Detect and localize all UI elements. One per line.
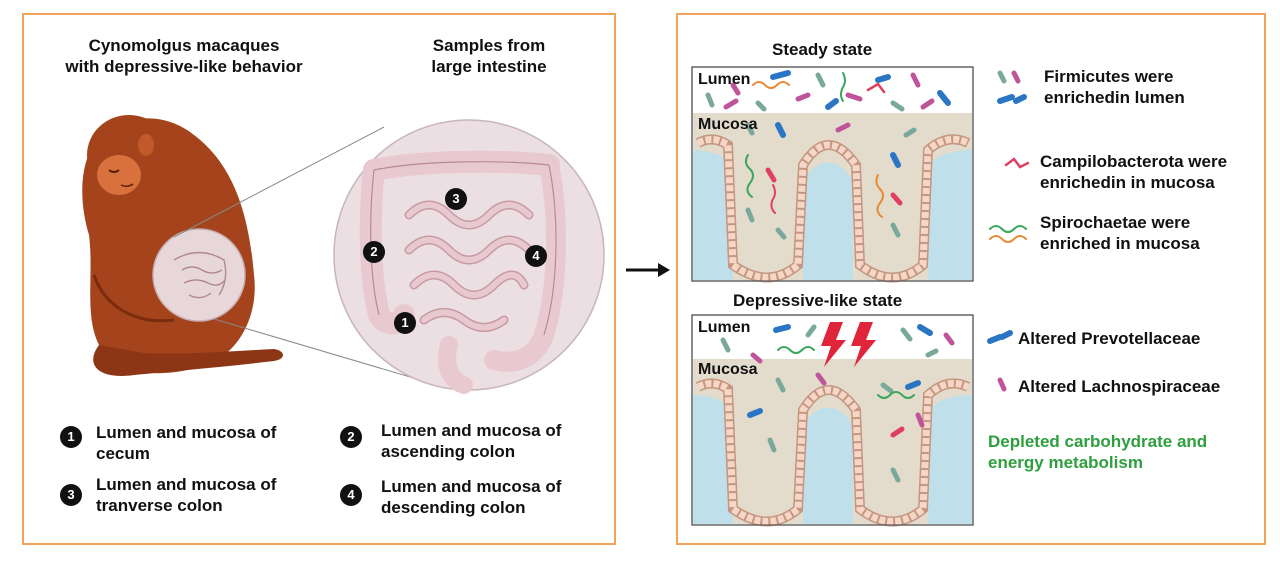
spirochaetae-bacteria-icon [989,225,1027,243]
metabolism-note-line2: energy metabolism [988,453,1143,472]
legend-spirochaetae-line1: Spirochaetae were [1040,213,1191,232]
legend-num-2: 2 [340,426,362,448]
intestine-zoom-small [152,228,246,322]
legend-firmicutes-line2: enrichedin lumen [1044,88,1185,107]
depressive-mucosa-label: Mucosa [698,361,758,378]
legend-item-2-line1: Lumen and mucosa of [381,421,562,440]
steady-lumen-label: Lumen [698,71,751,88]
large-intestine-illustration [359,150,566,394]
campilobacterota-bacteria-icon [1004,157,1030,169]
legend-num-4: 4 [340,484,362,506]
legend-campilobacterota-line2: enrichedin in mucosa [1040,173,1215,192]
legend-prevotellaceae: Altered Prevotellaceae [1018,328,1200,349]
depressive-state-title: Depressive-like state [733,291,903,310]
legend-spirochaetae: Spirochaetae were enriched in mucosa [1040,212,1200,254]
depressive-lumen-label: Lumen [698,319,751,336]
legend-lachnospiraceae-line1: Altered Lachnospiraceae [1018,377,1221,396]
samples-title-line2: large intestine [431,57,547,76]
legend-firmicutes: Firmicutes were enrichedin lumen [1044,66,1185,108]
legend-item-4: Lumen and mucosa of descending colon [381,476,561,518]
legend-item-2: Lumen and mucosa of ascending colon [381,420,561,462]
legend-firmicutes-line1: Firmicutes were [1044,67,1174,86]
legend-item-1-line1: Lumen and mucosa of [96,423,277,442]
left-panel: Cynomolgus macaques with depressive-like… [22,13,616,545]
legend-campilobacterota-line1: Campilobacterota were [1040,152,1228,171]
steady-state-box [691,66,974,283]
lightning-icon [821,322,846,367]
marker-1: 1 [394,312,416,334]
legend-lachnospiraceae: Altered Lachnospiraceae [1018,376,1220,397]
metabolism-note: Depleted carbohydrate and energy metabol… [988,431,1207,473]
depressive-state-box [691,314,974,527]
gut-schematics [691,66,1030,527]
lachnospiraceae-bacteria-icon [997,377,1007,392]
legend-item-2-line2: ascending colon [381,442,516,461]
legend-prevotellaceae-line1: Altered Prevotellaceae [1018,329,1201,348]
legend-item-3-line1: Lumen and mucosa of [96,475,277,494]
prevotellaceae-bacteria-icon [987,330,1013,344]
legend-item-4-line1: Lumen and mucosa of [381,477,562,496]
firmicutes-bacteria-icon [997,70,1027,104]
legend-num-1: 1 [60,426,82,448]
steady-mucosa-label: Mucosa [698,116,758,133]
metabolism-note-line1: Depleted carbohydrate and [988,432,1208,451]
samples-title: Samples from large intestine [404,35,574,77]
legend-item-1: Lumen and mucosa of cecum [96,422,276,464]
left-illustration [82,115,605,394]
legend-item-3: Lumen and mucosa of tranverse colon [96,474,276,516]
legend-campilobacterota: Campilobacterota were enrichedin in muco… [1040,151,1227,193]
marker-3: 3 [445,188,467,210]
legend-item-1-line2: cecum [96,444,150,463]
legend-item-4-line2: descending colon [381,498,526,517]
legend-item-3-line2: tranverse colon [96,496,223,515]
samples-title-line1: Samples from [432,36,546,55]
legend-num-3: 3 [60,484,82,506]
legend-spirochaetae-line2: enriched in mucosa [1040,234,1200,253]
marker-2: 2 [363,241,385,263]
subject-title-line1: Cynomolgus macaques [88,36,280,55]
marker-4: 4 [525,245,547,267]
steady-state-title: Steady state [772,40,873,59]
subject-title: Cynomolgus macaques with depressive-like… [34,35,334,77]
right-panel: Steady state Depressive-like state [676,13,1266,545]
lightning-icon [851,322,876,367]
subject-title-line2: with depressive-like behavior [65,57,303,76]
